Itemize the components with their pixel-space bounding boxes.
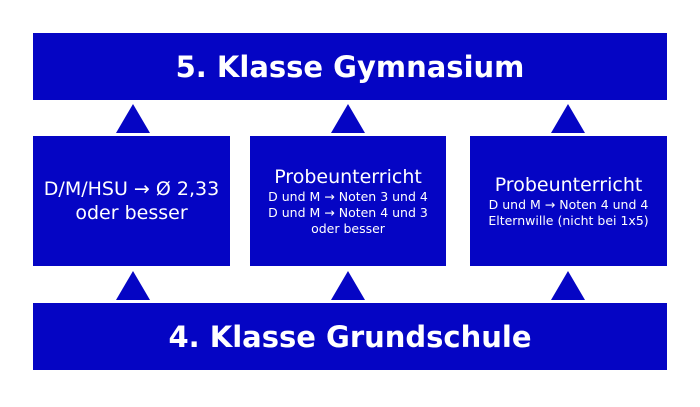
- box-line: D/M/HSU → Ø 2,33: [43, 178, 220, 200]
- criteria-box-probeunterricht-2: Probeunterricht D und M → Noten 4 und 4 …: [470, 136, 667, 266]
- bottom-title: 4. Klasse Grundschule: [168, 319, 532, 354]
- box-line: Elternwille (nicht bei 1x5): [488, 213, 649, 228]
- box-title: Probeunterricht: [494, 174, 643, 196]
- arrow-up-icon: [331, 271, 365, 300]
- box-line: oder besser: [311, 221, 385, 236]
- criteria-box-grade-average: D/M/HSU → Ø 2,33 oder besser: [33, 136, 230, 266]
- arrow-up-icon: [116, 271, 150, 300]
- arrow-up-icon: [331, 104, 365, 133]
- top-box-gymnasium: 5. Klasse Gymnasium: [33, 33, 667, 100]
- criteria-box-probeunterricht-1: Probeunterricht D und M → Noten 3 und 4 …: [250, 136, 446, 266]
- arrow-up-icon: [551, 104, 585, 133]
- bottom-box-grundschule: 4. Klasse Grundschule: [33, 303, 667, 370]
- box-line: oder besser: [75, 202, 188, 224]
- arrow-up-icon: [551, 271, 585, 300]
- arrow-up-icon: [116, 104, 150, 133]
- top-title: 5. Klasse Gymnasium: [175, 49, 525, 84]
- box-line: D und M → Noten 4 und 4: [488, 197, 649, 212]
- box-line: D und M → Noten 3 und 4: [268, 189, 428, 204]
- box-title: Probeunterricht: [274, 166, 422, 188]
- box-line: D und M → Noten 4 und 3: [268, 205, 428, 220]
